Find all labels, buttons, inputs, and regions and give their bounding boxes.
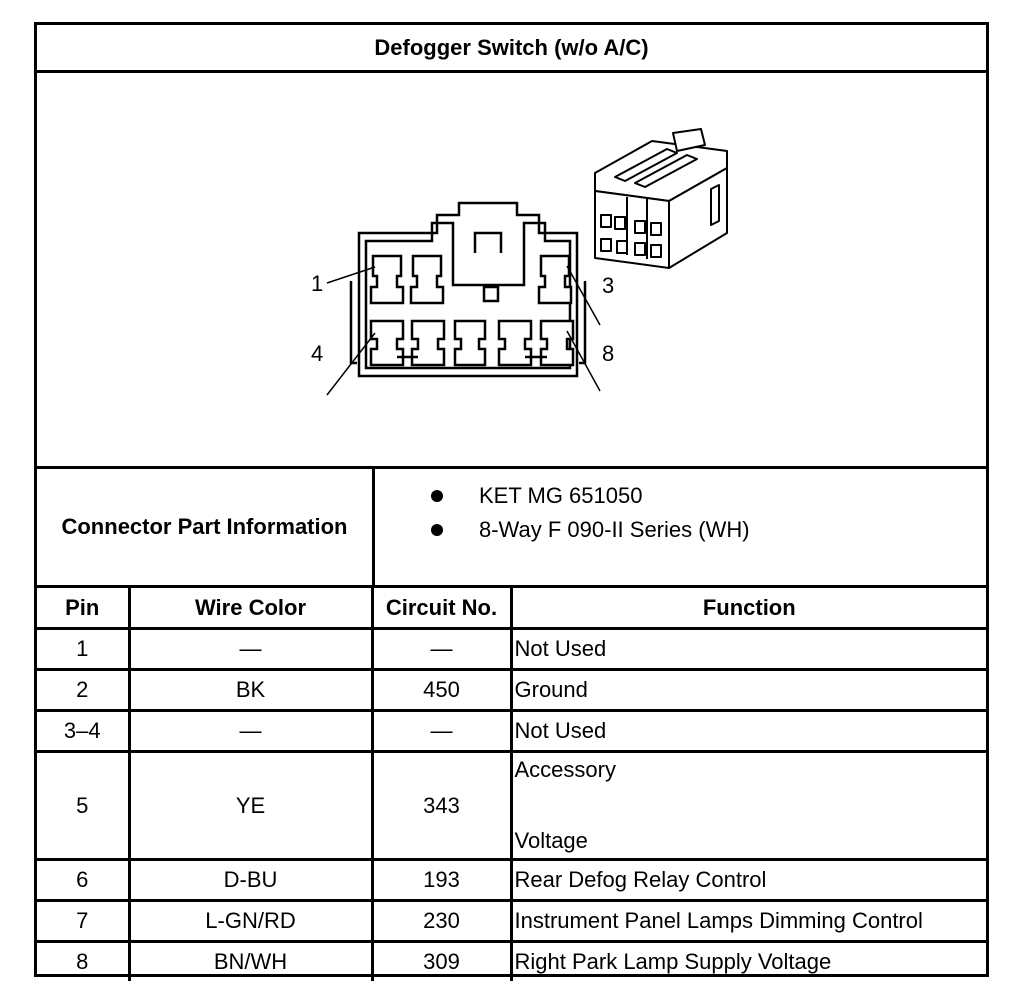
terminal-cavity-6 [453, 319, 487, 367]
connector-sheet: Defogger Switch (w/o A/C) [34, 22, 989, 981]
pin-callout-8: 8 [602, 341, 614, 366]
connector-diagram: 1 3 4 8 [311, 128, 728, 396]
wire-color-cell: D-BU [127, 858, 374, 902]
function-cell: Ground [509, 668, 986, 712]
wire-color-cell: BN/WH [127, 940, 374, 981]
circuit-cell: 309 [370, 940, 513, 981]
iso-cavity-g [634, 242, 646, 256]
function-line: Accessory [514, 757, 616, 782]
table-row: 7 L-GN/RD 230 Instrument Panel Lamps Dim… [37, 899, 986, 943]
circuit-cell: 230 [370, 899, 513, 943]
terminal-cavity-3 [537, 254, 573, 305]
pin-callout-4: 4 [311, 341, 323, 366]
header-pin: Pin [37, 588, 131, 630]
circuit-cell: 450 [370, 668, 513, 712]
circuit-cell: 343 [370, 750, 513, 861]
terminal-cavity-4 [369, 319, 405, 367]
pin-cell: 5 [37, 750, 131, 861]
connector-latch [473, 231, 503, 253]
terminal-cavity-5 [410, 319, 446, 367]
top-row-terminals [369, 254, 573, 305]
function-cell: Rear Defog Relay Control [509, 858, 986, 902]
connector-series: 8-Way F 090-II Series (WH) [479, 517, 750, 542]
pin-cell: 8 [37, 940, 131, 981]
pinout-table: Pin Wire Color Circuit No. Function 1 — … [37, 588, 986, 981]
pin-cell: 6 [37, 858, 131, 902]
connector-isometric-view [594, 128, 728, 269]
terminal-cavity-2 [409, 254, 445, 305]
function-cell: Right Park Lamp Supply Voltage [509, 940, 986, 981]
wire-color-cell: L-GN/RD [127, 899, 374, 943]
iso-cavity-a [600, 214, 612, 228]
iso-side-window [710, 184, 720, 226]
bullet-icon [431, 524, 443, 536]
table-row: 1 — — Not Used [37, 627, 986, 671]
pin-callout-1: 1 [311, 271, 323, 296]
table-row: 3–4 — — Not Used [37, 709, 986, 753]
table-row: 5 YE 343 Accessory Voltage [37, 750, 986, 861]
table-row: 8 BN/WH 309 Right Park Lamp Supply Volta… [37, 940, 986, 981]
pin-callout-3: 3 [602, 273, 614, 298]
leader-pin-3 [566, 265, 601, 326]
leader-pin-1 [326, 266, 376, 284]
leader-pin-4 [326, 332, 376, 396]
table-row: 6 D-BU 193 Rear Defog Relay Control [37, 858, 986, 902]
connector-figure: 1 3 4 8 [37, 73, 986, 469]
terminal-cavity-8 [539, 319, 575, 367]
pin-cell: 3–4 [37, 709, 131, 753]
function-cell: Accessory Voltage [509, 750, 986, 861]
function-cell: Not Used [509, 627, 986, 671]
terminal-cavity-7 [497, 319, 533, 367]
leader-pin-8 [566, 330, 601, 392]
connector-info-row: Connector Part Information KET MG 651050… [37, 469, 986, 588]
function-cell: Not Used [509, 709, 986, 753]
function-line: Voltage [514, 828, 588, 853]
iso-rib-2 [634, 154, 698, 188]
connector-info-item: 8-Way F 090-II Series (WH) [375, 513, 986, 547]
iso-cavity-h [650, 244, 662, 258]
wire-color-cell: — [127, 627, 374, 671]
connector-info-label: Connector Part Information [37, 469, 375, 585]
wire-color-cell: — [127, 709, 374, 753]
header-circuit-no: Circuit No. [370, 588, 513, 630]
circuit-cell: — [370, 627, 513, 671]
circuit-cell: — [370, 709, 513, 753]
connector-body-outline [357, 201, 579, 378]
iso-cavity-c [634, 220, 646, 234]
sheet-title: Defogger Switch (w/o A/C) [37, 25, 986, 73]
iso-cavity-f [616, 240, 628, 254]
connector-center-key [482, 285, 500, 303]
connector-info-item: KET MG 651050 [375, 479, 986, 513]
iso-cavity-b [614, 216, 626, 230]
pinout-header-row: Pin Wire Color Circuit No. Function [37, 588, 986, 630]
pin-leader-lines [326, 265, 601, 396]
bottom-row-terminals [369, 319, 575, 367]
connector-inner-outline [364, 221, 572, 370]
function-cell: Instrument Panel Lamps Dimming Control [509, 899, 986, 943]
wire-color-cell: YE [127, 750, 374, 861]
connector-left-rail [349, 281, 357, 365]
circuit-cell: 193 [370, 858, 513, 902]
pin-cell: 1 [37, 627, 131, 671]
pin-cell: 2 [37, 668, 131, 712]
pin-cell: 7 [37, 899, 131, 943]
bullet-icon [431, 490, 443, 502]
header-function: Function [509, 588, 986, 630]
wire-color-cell: BK [127, 668, 374, 712]
header-wire-color: Wire Color [127, 588, 374, 630]
connector-part-number: KET MG 651050 [479, 483, 643, 508]
terminal-cavity-1 [369, 254, 405, 305]
connector-info-list: KET MG 651050 8-Way F 090-II Series (WH) [375, 469, 986, 585]
iso-rib-1 [614, 148, 678, 182]
iso-latch [672, 128, 706, 152]
table-row: 2 BK 450 Ground [37, 668, 986, 712]
iso-cavity-e [600, 238, 612, 252]
iso-cavity-d [650, 222, 662, 236]
